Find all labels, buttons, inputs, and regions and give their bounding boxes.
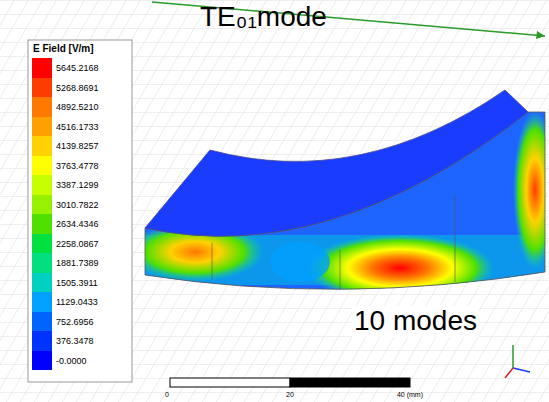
legend-swatch (32, 195, 52, 215)
mesh-line (340, 250, 341, 290)
legend-value: 752.6956 (56, 317, 94, 328)
legend-swatch (32, 117, 52, 137)
legend-value: 5645.2168 (56, 63, 99, 74)
legend-value: 3010.7822 (56, 200, 99, 211)
legend-swatch (32, 97, 52, 117)
mesh-line (455, 195, 456, 282)
legend-value: -0.0000 (56, 356, 87, 367)
scale-label: 20 (286, 391, 294, 399)
legend-swatch (32, 156, 52, 176)
legend-value: 3387.1299 (56, 180, 99, 191)
mode-count: 10 modes (352, 306, 479, 337)
legend-swatch (32, 292, 52, 312)
legend-swatch (32, 312, 52, 332)
legend-swatch (32, 78, 52, 98)
legend-swatch (32, 351, 52, 371)
legend-swatch (32, 58, 52, 78)
scale-label: 0 (165, 391, 169, 399)
plot-title: TE₀₁mode (200, 0, 327, 34)
legend-value: 1505.3911 (56, 278, 98, 289)
legend-swatch (32, 175, 52, 195)
mesh-line (212, 243, 213, 280)
legend-value: 4516.1733 (56, 122, 99, 133)
legend-swatch (32, 273, 52, 293)
triad-axis (513, 368, 530, 372)
legend-value: 5268.8691 (56, 83, 99, 94)
legend-value: 1129.0433 (56, 297, 98, 308)
legend-value: 1881.7389 (56, 258, 99, 269)
legend-swatch (32, 234, 52, 254)
legend-value: 4892.5210 (56, 102, 99, 113)
legend-title: E Field [V/m] (33, 43, 94, 54)
legend-frame (28, 40, 132, 382)
scale-label: 40 (mm) (397, 391, 423, 399)
axis-arrow (536, 31, 545, 39)
legend-value: 3763.4778 (56, 161, 99, 172)
triad-axis (505, 368, 513, 378)
legend-value: 4139.8257 (56, 141, 99, 152)
legend-swatch (32, 214, 52, 234)
legend-swatch (32, 136, 52, 156)
legend-value: 376.3478 (56, 336, 94, 347)
triad-axis (512, 345, 514, 368)
scale-bar (170, 378, 290, 387)
waveguide-top (145, 90, 528, 236)
scale-bar (290, 378, 410, 387)
legend-swatch (32, 253, 52, 273)
legend-value: 2634.4346 (56, 219, 99, 230)
legend-value: 2258.0867 (56, 239, 99, 250)
legend-swatch (32, 331, 52, 351)
